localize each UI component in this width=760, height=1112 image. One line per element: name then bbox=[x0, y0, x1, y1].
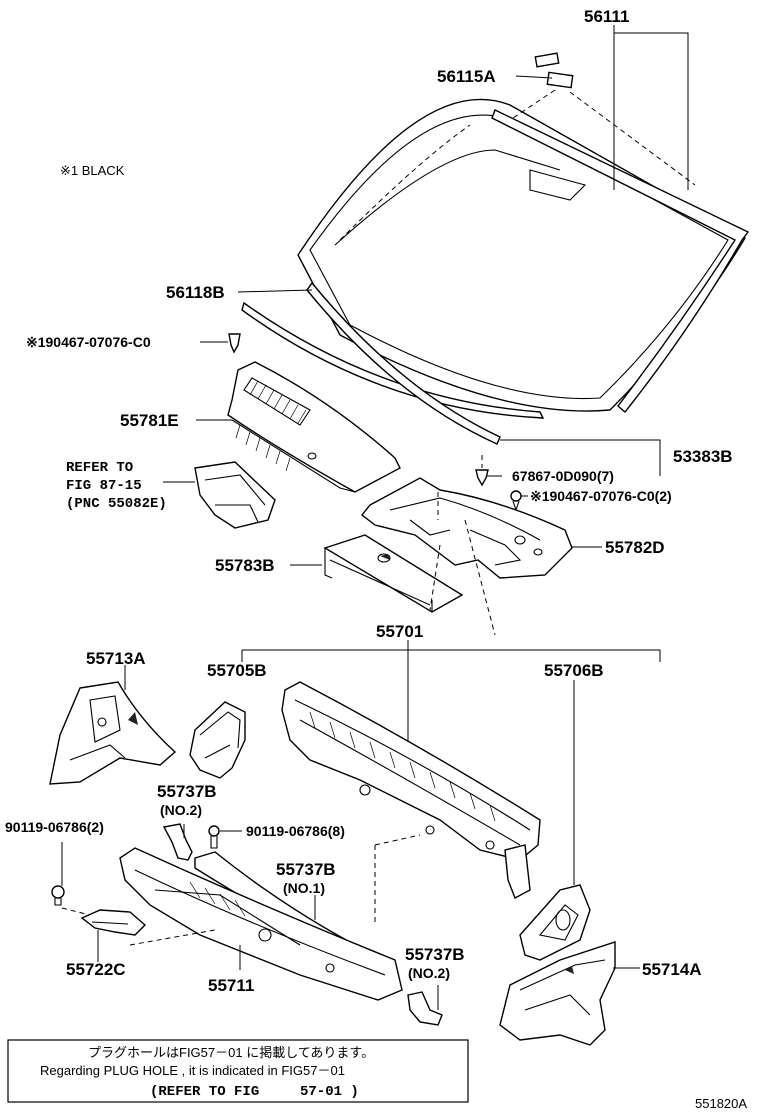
cowl-side-55713A bbox=[49, 681, 177, 785]
clip-56115A-upper bbox=[534, 52, 560, 68]
bracket-55706B-lower bbox=[519, 884, 591, 961]
part-label-55722C: 55722C bbox=[66, 960, 126, 979]
cowl-bracket-55705B bbox=[189, 701, 246, 779]
part-label-55737B-bottom-sub: (NO.2) bbox=[408, 965, 450, 981]
refer-line-2: FIG 87-15 bbox=[66, 478, 142, 494]
part-label-55737B-mid-sub: (NO.1) bbox=[283, 880, 325, 896]
legend-note: ※1 BLACK bbox=[60, 163, 125, 178]
part-label-55711: 55711 bbox=[208, 976, 254, 995]
footer-note-ref-a: (REFER TO FIG bbox=[150, 1084, 259, 1100]
leader-lines-55701 bbox=[124, 640, 661, 885]
footer-note-box: プラグホールはFIG57－01 に掲載してあります。 Regarding PLU… bbox=[7, 1039, 469, 1103]
part-label-53383B: 53383B bbox=[673, 447, 733, 466]
part-label-55737B-bottom: 55737B bbox=[405, 945, 465, 964]
clip-icon-right bbox=[510, 490, 522, 512]
part-label-clip-right: ※190467-07076-C0(2) bbox=[530, 488, 672, 504]
part-label-90119-mid: 90119-06786(8) bbox=[246, 823, 345, 839]
part-label-clip-left: ※190467-07076-C0 bbox=[26, 334, 151, 350]
cowl-panel-55706B bbox=[281, 681, 541, 899]
windshield-glass bbox=[297, 98, 746, 412]
clip-icon-left bbox=[228, 333, 241, 354]
cowl-top-ventilator-55781E bbox=[227, 361, 401, 493]
seal-55737B-top bbox=[162, 823, 193, 861]
bracket-refer-87-15 bbox=[194, 461, 276, 529]
bolt-icon-90119-left bbox=[51, 842, 65, 906]
cowl-panel-55782D bbox=[361, 477, 573, 579]
seal-55737B-bottom bbox=[407, 985, 443, 1026]
bracket-55722C bbox=[80, 909, 147, 962]
refer-line-3: (PNC 55082E) bbox=[66, 496, 167, 512]
part-label-90119-left: 90119-06786(2) bbox=[5, 819, 104, 835]
part-label-56111: 56111 bbox=[584, 7, 629, 26]
part-label-55782D: 55782D bbox=[605, 538, 665, 557]
part-label-55737B-top-sub: (NO.2) bbox=[160, 802, 202, 818]
dam-strip-56118B bbox=[241, 301, 545, 419]
footer-note-en: Regarding PLUG HOLE , it is indicated in… bbox=[40, 1063, 345, 1078]
part-label-67867: 67867-0D090(7) bbox=[512, 468, 614, 484]
part-label-56118B: 56118B bbox=[166, 283, 225, 302]
dam-strip-lower bbox=[306, 281, 501, 445]
leader-lines-upper bbox=[163, 25, 689, 566]
part-label-56115A: 56115A bbox=[437, 67, 496, 86]
part-label-55714A: 55714A bbox=[642, 960, 702, 979]
part-label-55781E: 55781E bbox=[120, 411, 179, 430]
retainer-clip-67867 bbox=[475, 455, 489, 487]
part-label-55783B: 55783B bbox=[215, 556, 275, 575]
cowl-panel-55783B bbox=[323, 534, 464, 613]
clip-56115A-lower bbox=[546, 71, 574, 89]
part-label-55706B: 55706B bbox=[544, 661, 604, 680]
refer-line-1: REFER TO bbox=[66, 460, 133, 476]
cowl-side-55714A bbox=[499, 941, 640, 1046]
cowl-lower-55711 bbox=[119, 847, 403, 1001]
part-label-55705B: 55705B bbox=[207, 661, 267, 680]
bolt-icon-90119-mid bbox=[208, 825, 242, 849]
figure-code: 551820A bbox=[695, 1096, 747, 1111]
windshield-moulding bbox=[491, 109, 750, 414]
part-label-55737B-mid: 55737B bbox=[276, 860, 336, 879]
part-label-55713A: 55713A bbox=[86, 649, 146, 668]
footer-note-jp: プラグホールはFIG57－01 に掲載してあります。 bbox=[88, 1045, 374, 1060]
part-label-55701: 55701 bbox=[376, 622, 423, 641]
part-label-55737B-top: 55737B bbox=[157, 782, 217, 801]
footer-note-ref-b: 57-01 ) bbox=[300, 1084, 359, 1100]
